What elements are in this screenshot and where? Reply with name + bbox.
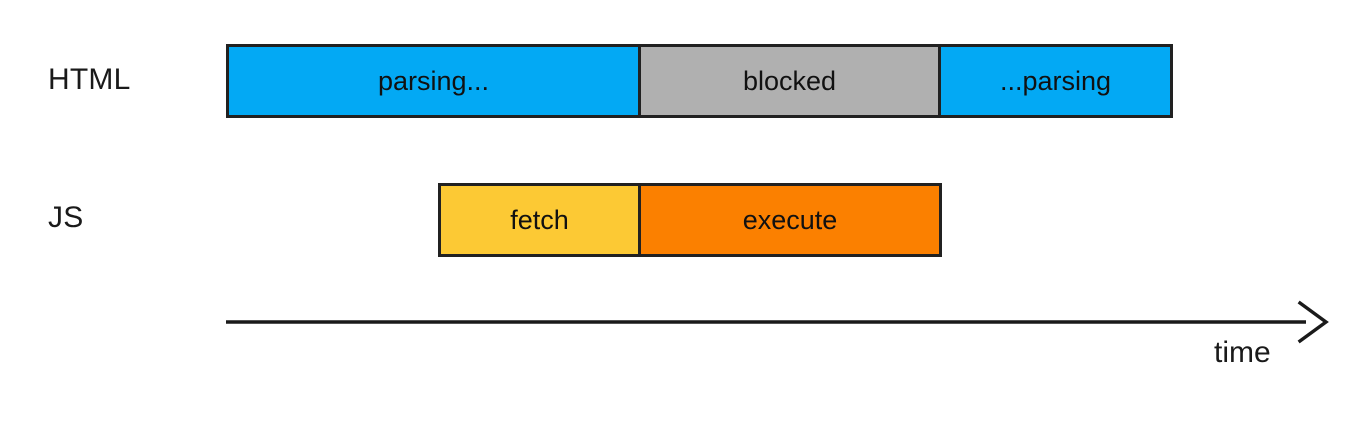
segment-label: ...parsing (999, 65, 1112, 96)
segment-js-fetch: fetch (438, 183, 641, 257)
segment-label: parsing... (377, 65, 490, 96)
segment-html-blocked: blocked (638, 44, 941, 118)
html-timeline-bar: parsing... blocked ...parsing (226, 44, 1173, 118)
segment-label: execute (742, 204, 838, 235)
segment-label: blocked (742, 65, 837, 96)
segment-html-parsing-after: ...parsing (938, 44, 1173, 118)
row-label-html: HTML (48, 63, 131, 96)
segment-js-execute: execute (638, 183, 942, 257)
time-axis-arrow (226, 300, 1329, 344)
js-timeline-bar: fetch execute (438, 183, 942, 257)
time-axis-label: time (1214, 336, 1271, 369)
segment-html-parsing-before: parsing... (226, 44, 641, 118)
segment-label: fetch (510, 204, 569, 235)
row-label-js: JS (48, 201, 84, 234)
arrow-right-icon (1297, 300, 1329, 344)
